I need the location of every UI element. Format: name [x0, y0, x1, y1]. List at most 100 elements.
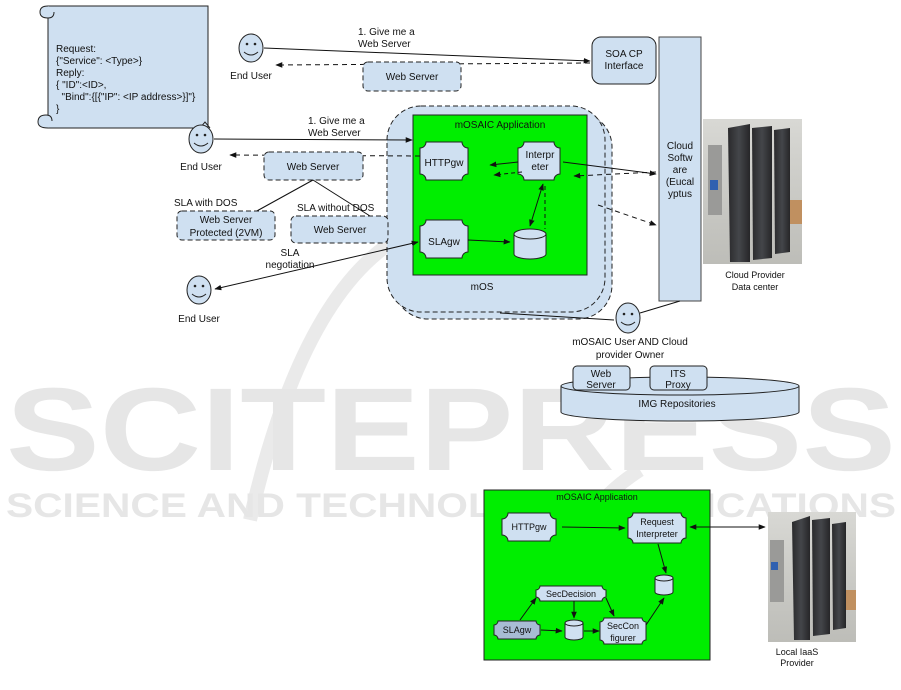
web-server-protected: Web Server Protected (2VM)	[176, 210, 276, 241]
svg-text:Interpreter: Interpreter	[636, 529, 678, 539]
datacenter-label-2: Data center	[732, 282, 779, 292]
slagw-node: SLAgw	[419, 219, 469, 259]
mosaic-user-owner: mOSAIC User AND Cloud provider Owner	[572, 302, 688, 361]
interpreter-node: Interpr eter	[517, 141, 561, 181]
note-line-4: { "ID":<ID>,	[56, 80, 106, 91]
svg-text:Proxy: Proxy	[665, 380, 691, 391]
slagw-to-db-arrow	[467, 238, 511, 245]
interpreter-to-db-arrow	[657, 543, 668, 574]
cloud-software-eucalyptus: Cloud Softw are (Eucal yptus	[658, 36, 702, 302]
note-line-1: Request:	[56, 44, 96, 55]
response-arrow-2	[229, 152, 421, 158]
owner-to-cloud-line	[639, 300, 681, 314]
svg-text:SecDecision: SecDecision	[546, 589, 596, 599]
svg-text:mOSAIC Application: mOSAIC Application	[556, 492, 638, 502]
svg-text:HTTPgw: HTTPgw	[425, 158, 465, 169]
sla-negotiation-line-2: negotiation	[266, 260, 315, 271]
request-interpreter-node: Request Interpreter	[627, 512, 687, 544]
interp-to-http-arrow	[489, 161, 519, 168]
note-line-2: {"Service": <Type>}	[56, 56, 143, 67]
sla-with-dos-label: SLA with DOS	[174, 198, 238, 209]
end-user-label: End User	[180, 162, 222, 173]
svg-text:Web Server: Web Server	[200, 215, 253, 226]
svg-text:Web: Web	[591, 369, 612, 380]
slagw-node: SLAgw	[493, 620, 541, 640]
svg-text:mOSAIC User AND Cloud: mOSAIC User AND Cloud	[572, 337, 688, 348]
request-arrow-2	[213, 137, 413, 143]
interp-to-http-dashed	[493, 171, 523, 178]
svg-text:SecCon: SecCon	[607, 621, 639, 631]
request-1-line-2: Web Server	[358, 39, 411, 50]
watermark-subtitle: SCIENCE AND TECHNOLOGY PUBLICATIONS	[6, 487, 896, 525]
svg-text:Protected (2VM): Protected (2VM)	[190, 228, 263, 239]
repo-item-its-proxy: ITS Proxy	[649, 365, 708, 391]
smiley-face-icon	[615, 302, 641, 334]
database-cylinder-icon	[564, 619, 584, 641]
provider-label-2: Provider	[780, 658, 814, 668]
cloud-to-interp-dashed	[573, 171, 657, 179]
sla-negotiation-line-1: SLA	[281, 248, 300, 259]
svg-text:IMG Repositories: IMG Repositories	[638, 399, 715, 410]
database-cylinder-icon	[513, 228, 547, 260]
svg-text:SOA CP: SOA CP	[605, 49, 643, 60]
svg-text:Interpr: Interpr	[526, 150, 556, 161]
configurer-to-db-arrow	[645, 597, 665, 626]
svg-text:HTTPgw: HTTPgw	[511, 522, 547, 532]
sla-negotiation-arrow	[214, 240, 419, 291]
svg-text:Request: Request	[640, 517, 674, 527]
server-rack-photo	[768, 512, 856, 642]
server-rack-photo	[703, 119, 802, 264]
request-arrow-1	[263, 47, 591, 64]
httpgw-node: HTTPgw	[419, 141, 469, 181]
request-1-line-1: 1. Give me a	[358, 27, 415, 38]
svg-text:Interface: Interface	[605, 61, 644, 72]
http-to-interpreter-arrow	[561, 525, 626, 531]
note-line-5: "Bind":{[{"IP": <IP address>}]"}	[56, 92, 196, 103]
web-server-response-1: Web Server	[362, 61, 462, 92]
slagw-to-db-arrow	[540, 627, 563, 634]
smiley-face-icon	[238, 33, 264, 63]
svg-text:(Eucal: (Eucal	[666, 177, 694, 188]
provider-label-1: Local IaaS	[776, 647, 819, 657]
end-user-2: End User	[180, 124, 223, 173]
end-user-1: End User	[230, 33, 273, 82]
note-line-6: }	[56, 104, 60, 115]
mosaic-application-bottom: mOSAIC Application HTTPgw Request Interp…	[483, 489, 711, 661]
svg-text:yptus: yptus	[668, 189, 692, 200]
svg-text:provider Owner: provider Owner	[596, 350, 665, 361]
httpgw-node: HTTPgw	[501, 512, 557, 542]
end-user-label: End User	[178, 314, 220, 325]
request-2-line-1: 1. Give me a	[308, 116, 365, 127]
note-line-3: Reply:	[56, 68, 84, 79]
web-server-response-2: Web Server	[263, 151, 364, 181]
mosaic-application-top: mOSAIC Application HTTPgw Interpr eter S…	[412, 114, 588, 276]
end-user-label: End User	[230, 71, 272, 82]
interp-to-cloud-arrow	[562, 161, 657, 176]
request-2-line-2: Web Server	[308, 128, 361, 139]
mos-label: mOS	[471, 282, 494, 293]
sec-decision-node: SecDecision	[535, 585, 607, 602]
sec-configurer-node: SecCon figurer	[599, 617, 647, 645]
svg-text:ITS: ITS	[670, 369, 686, 380]
smiley-face-icon	[186, 275, 212, 305]
svg-text:SLAgw: SLAgw	[503, 625, 532, 635]
end-user-3: End User	[178, 275, 221, 325]
svg-text:Web Server: Web Server	[386, 72, 439, 83]
svg-text:eter: eter	[531, 162, 549, 173]
img-repositories: Web Server ITS Proxy IMG Repositories	[560, 365, 800, 422]
sla-without-dos-branch	[312, 179, 371, 217]
owner-to-mos-line	[499, 312, 615, 321]
svg-text:are: are	[673, 165, 688, 176]
web-server-plain: Web Server	[290, 215, 389, 244]
sla-without-dos-label: SLA without DOS	[297, 203, 375, 214]
message-format-note: Request: {"Service": <Type>} Reply: { "I…	[37, 5, 211, 129]
slagw-to-secdecision-arrow	[519, 597, 537, 621]
svg-text:figurer: figurer	[610, 633, 636, 643]
database-cylinder-icon	[654, 574, 674, 596]
smiley-face-icon	[188, 124, 214, 154]
sla-with-dos-branch	[254, 179, 314, 213]
svg-text:Web Server: Web Server	[314, 225, 367, 236]
interp-db-arrow	[529, 183, 544, 227]
mos-to-cloud-dashed	[597, 204, 657, 226]
